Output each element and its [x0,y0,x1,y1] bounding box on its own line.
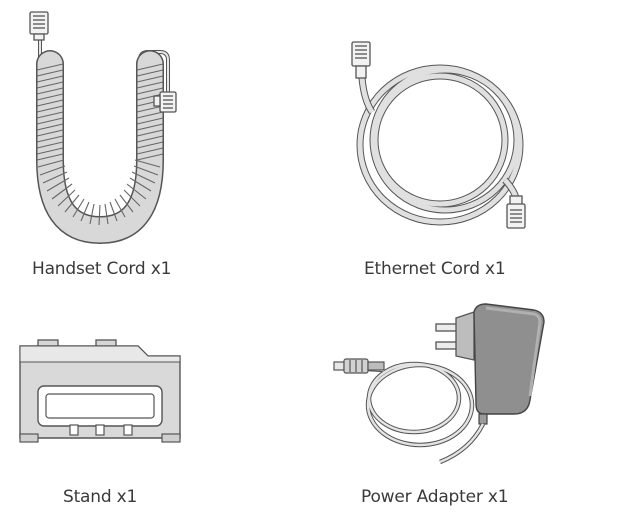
ethernet-cable-icon [351,41,526,229]
stand-item: Stand x1 [0,0,300,527]
ethernet-cord-label: Ethernet Cord x1 [364,259,506,279]
phone-stand-icon [19,339,181,443]
power-adapter-label: Power Adapter x1 [361,487,509,507]
stand-label: Stand x1 [63,487,138,507]
handset-cord-item: Handset Cord x1 [0,0,300,279]
handset-cord-label: Handset Cord x1 [32,259,172,279]
coiled-handset-cord-icon [29,11,177,245]
ethernet-cord-item: Ethernet Cord x1 [0,0,619,279]
